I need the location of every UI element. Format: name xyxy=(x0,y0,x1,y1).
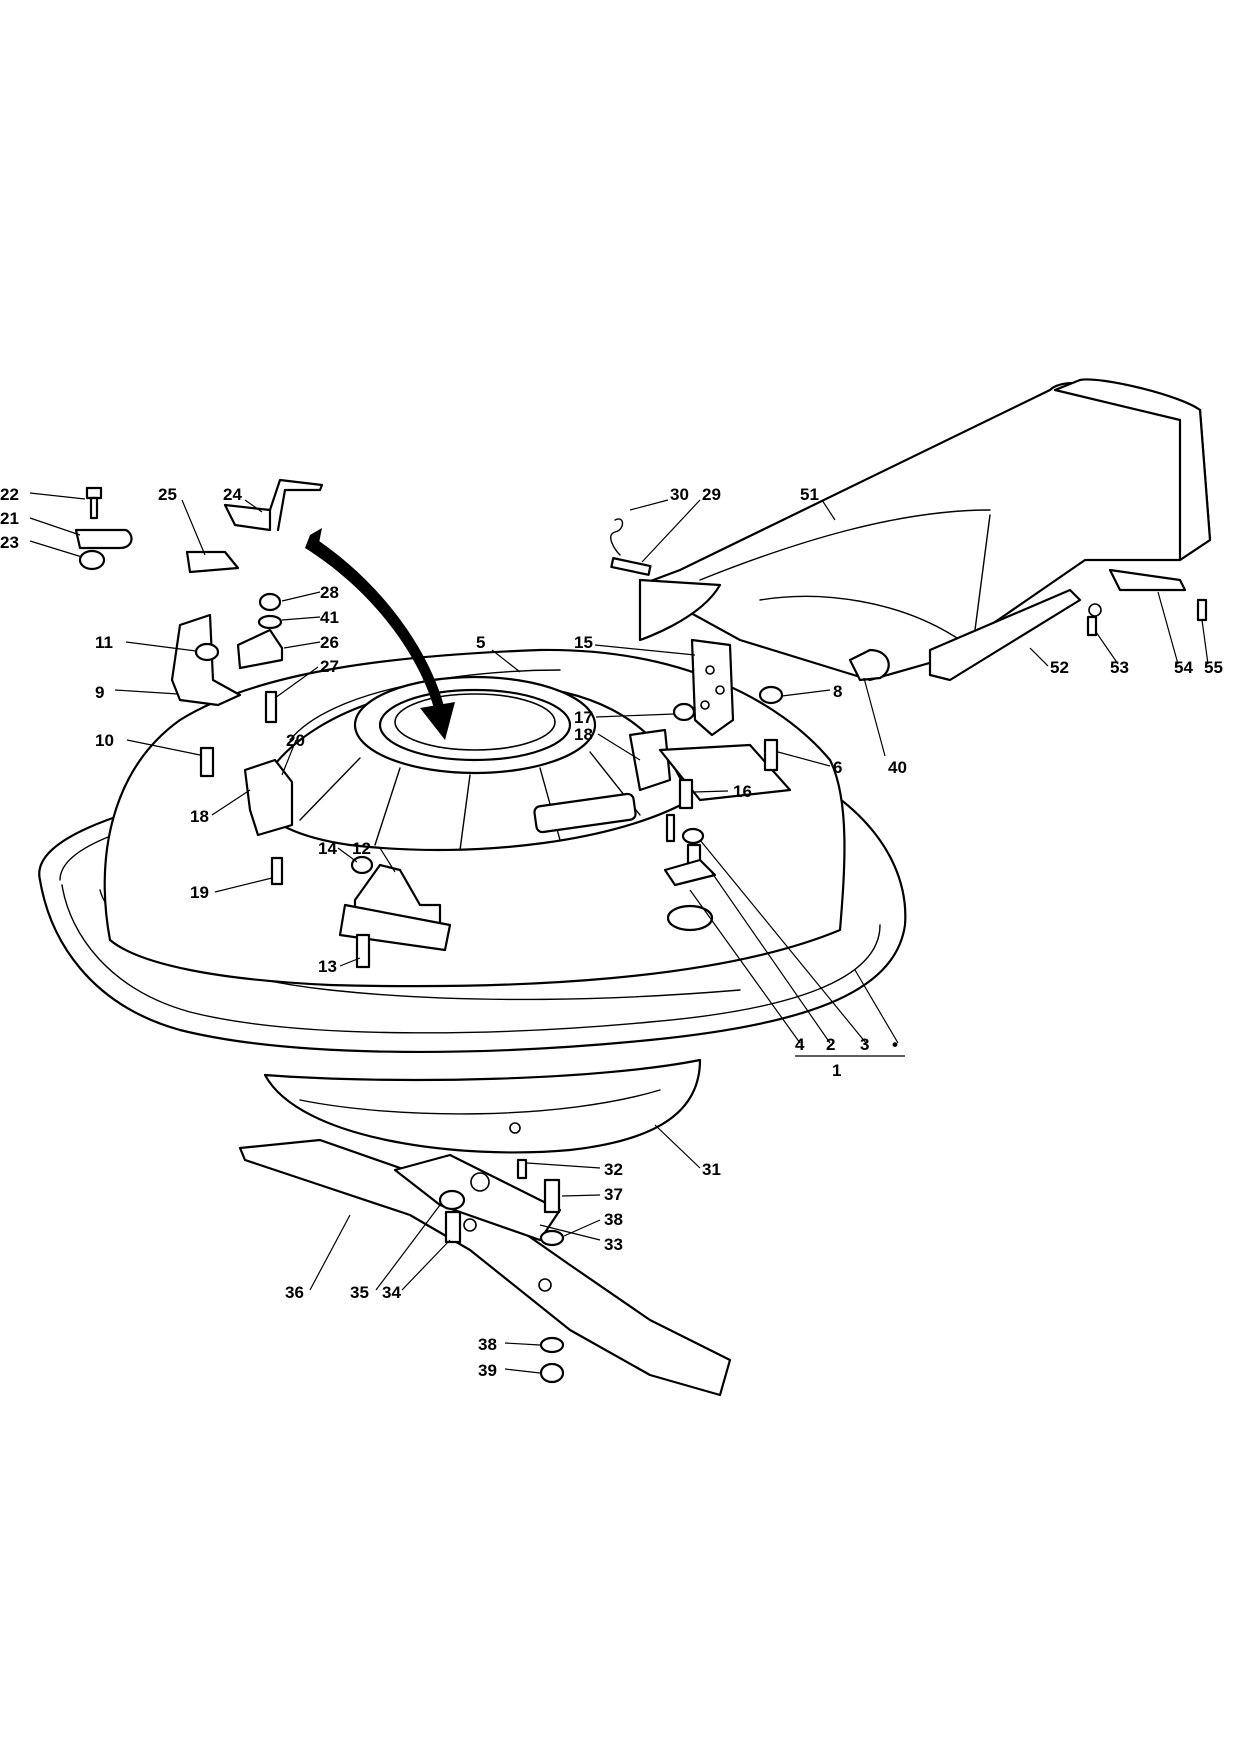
label-18-right: 18 xyxy=(574,725,593,744)
part-29-pin xyxy=(610,557,652,576)
part-21-plate xyxy=(74,528,133,550)
part-14-nut xyxy=(350,855,374,875)
label-30: 30 xyxy=(670,485,689,504)
label-18-left: 18 xyxy=(190,807,209,826)
label-22: 22 xyxy=(0,485,19,504)
part-24-hook xyxy=(223,478,324,532)
label-2: 2 xyxy=(826,1035,835,1054)
label-5: 5 xyxy=(476,633,485,652)
label-12: 12 xyxy=(352,839,371,858)
label-34: 34 xyxy=(382,1283,401,1302)
part-19-screw xyxy=(270,856,284,886)
label-19: 19 xyxy=(190,883,209,902)
label-24: 24 xyxy=(223,485,242,504)
label-52: 52 xyxy=(1050,658,1069,677)
part-41-washer xyxy=(257,614,283,630)
part-16-bolt xyxy=(678,778,694,810)
label-39: 39 xyxy=(478,1361,497,1380)
part-34-bolt xyxy=(444,1210,462,1244)
part-6-bolt xyxy=(763,738,779,772)
label-28: 28 xyxy=(320,583,339,602)
label-25: 25 xyxy=(158,485,177,504)
label-53: 53 xyxy=(1110,658,1129,677)
label-26: 26 xyxy=(320,633,339,652)
label-20: 20 xyxy=(286,731,305,750)
label-54: 54 xyxy=(1174,658,1193,677)
part-11-nut xyxy=(194,642,220,662)
part-13-bolt xyxy=(355,933,371,969)
part-40-knob xyxy=(848,648,890,682)
leader-lines xyxy=(29,492,1209,1374)
label-31: 31 xyxy=(702,1160,721,1179)
label-40: 40 xyxy=(888,758,907,777)
label-15: 15 xyxy=(574,633,593,652)
part-32-screw xyxy=(516,1158,528,1180)
part-28-nut xyxy=(258,592,282,612)
part-38-washer-a xyxy=(539,1229,565,1247)
label-33: 33 xyxy=(604,1235,623,1254)
label-4: 4 xyxy=(795,1035,805,1054)
label-13: 13 xyxy=(318,957,337,976)
part-25-bracket xyxy=(185,550,240,574)
plate-hole-ring xyxy=(666,904,714,932)
mower-deck xyxy=(38,648,907,1154)
label-55: 55 xyxy=(1204,658,1223,677)
discharge-chute xyxy=(638,378,1212,682)
part-35-lockwasher xyxy=(438,1189,466,1211)
label-51: 51 xyxy=(800,485,819,504)
label-17: 17 xyxy=(574,708,593,727)
label-21: 21 xyxy=(0,509,19,528)
label-37: 37 xyxy=(604,1185,623,1204)
part-18-left-bracket xyxy=(243,758,294,837)
label-14: 14 xyxy=(318,839,337,858)
part-17-nut xyxy=(672,702,696,722)
small-screw xyxy=(665,813,676,843)
label-41: 41 xyxy=(320,608,339,627)
label-9: 9 xyxy=(95,683,104,702)
label-38-lower: 38 xyxy=(478,1335,497,1354)
label-35: 35 xyxy=(350,1283,369,1302)
part-18-right-bracket xyxy=(628,728,672,792)
label-27: 27 xyxy=(320,657,339,676)
part-10-bolt xyxy=(199,746,215,778)
part-3-washer xyxy=(681,827,705,845)
part-8-nut xyxy=(758,685,784,705)
label-10: 10 xyxy=(95,731,114,750)
label-16: 16 xyxy=(733,782,752,801)
part-33-hub xyxy=(393,1153,562,1242)
label-29: 29 xyxy=(702,485,721,504)
part-30-clip xyxy=(610,518,624,556)
label-23: 23 xyxy=(0,533,19,552)
part-37-bolt xyxy=(543,1178,561,1214)
label-36: 36 xyxy=(285,1283,304,1302)
part-55-screw xyxy=(1196,598,1208,622)
blade-assembly xyxy=(238,1138,732,1397)
label-8: 8 xyxy=(833,682,842,701)
assembly-arrow-icon xyxy=(305,528,455,740)
label-dot: • xyxy=(892,1035,898,1054)
label-11: 11 xyxy=(95,633,113,652)
part-27-screw xyxy=(264,690,278,724)
part-15-bracket xyxy=(690,638,735,737)
part-39-nut xyxy=(539,1362,565,1384)
label-6: 6 xyxy=(833,758,842,777)
label-32: 32 xyxy=(604,1160,623,1179)
label-1: 1 xyxy=(832,1061,841,1080)
part-53-screw xyxy=(1086,615,1098,637)
part-23-nut xyxy=(78,549,106,571)
label-3: 3 xyxy=(860,1035,869,1054)
part-26-clip xyxy=(236,628,284,670)
label-38-upper: 38 xyxy=(604,1210,623,1229)
part-38-washer-b xyxy=(539,1336,565,1354)
part-22-bolt xyxy=(85,486,103,520)
part-4-lever xyxy=(663,858,717,887)
part-labels: 22 21 23 25 24 28 41 26 27 11 9 10 20 18… xyxy=(0,485,1223,1380)
